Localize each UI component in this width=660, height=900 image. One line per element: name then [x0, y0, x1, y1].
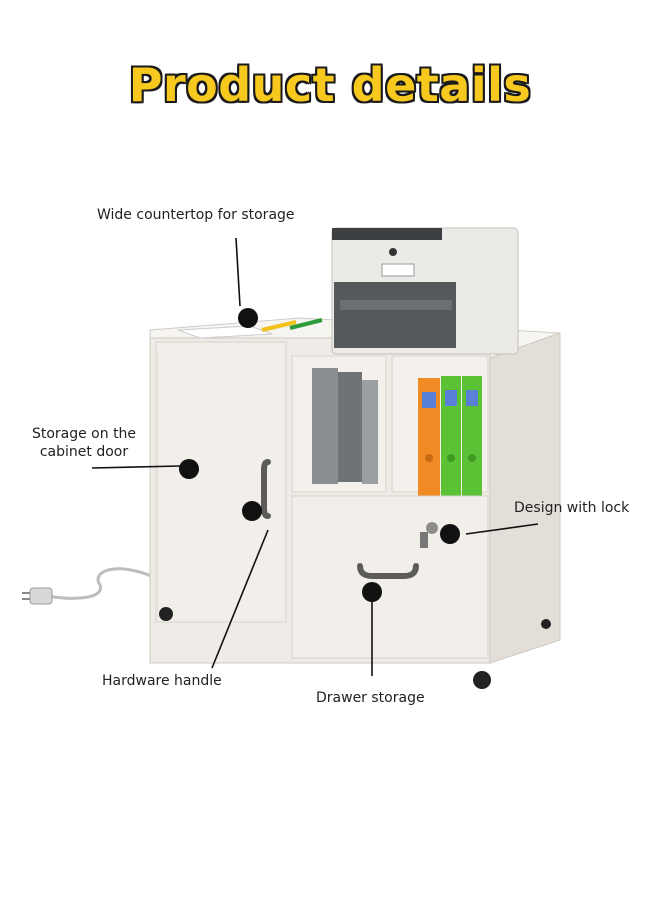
- binders: [418, 376, 482, 496]
- label-lock: Design with lock: [514, 500, 630, 516]
- cabinet-side: [489, 332, 561, 664]
- page-title: Product details: [128, 58, 532, 112]
- caster: [541, 619, 551, 629]
- cabinet: [149, 317, 561, 689]
- papers: [177, 325, 273, 339]
- drawer-lock: [420, 522, 438, 548]
- printer: [331, 227, 519, 355]
- power-cord: [47, 567, 161, 600]
- label-cabinet-door-line1: Storage on the: [31, 426, 137, 442]
- caster: [159, 607, 173, 621]
- marker-countertop: [238, 308, 258, 328]
- power-plug: [22, 587, 53, 605]
- callout-markers: [179, 308, 460, 602]
- marker-lock: [440, 524, 460, 544]
- label-countertop: Wide countertop for storage: [97, 207, 295, 223]
- door-handle: [261, 459, 271, 519]
- pen: [289, 318, 323, 330]
- drawer-handle: [357, 563, 419, 579]
- gray-file-boxes: [312, 368, 378, 484]
- pen: [261, 320, 297, 332]
- callout-lines: [91, 237, 539, 676]
- caster: [473, 671, 491, 689]
- label-drawer: Drawer storage: [316, 690, 425, 706]
- marker-handle: [242, 501, 262, 521]
- label-cabinet-door-line2: cabinet door: [39, 444, 129, 460]
- marker-cabinet-door: [179, 459, 199, 479]
- label-handle: Hardware handle: [102, 673, 222, 689]
- label-cabinet-door: Storage on the cabinet door: [28, 425, 140, 461]
- marker-drawer: [362, 582, 382, 602]
